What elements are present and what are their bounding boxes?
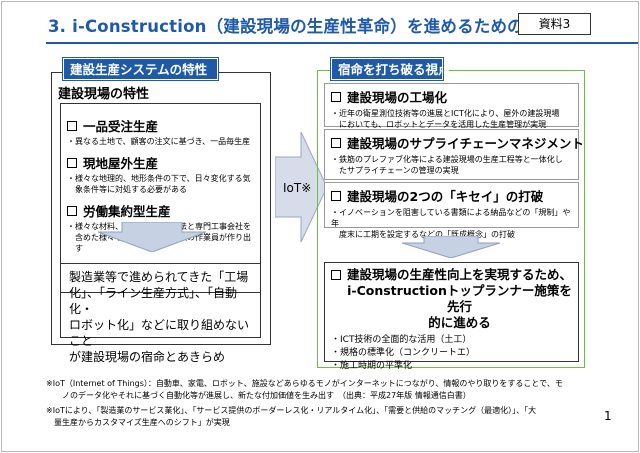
viewpoint-item: 建設現場の工場化 ・近年の衛星測位技術等の進展とICT化により、屋外の建設現場 … xyxy=(324,83,579,129)
list-item: ・規格の標準化（コンクリートエ） xyxy=(331,348,476,358)
characteristic-item: 現地屋外生産 ・様々な地理的、地形条件の下で、日々変化する気 象条件等に対処する… xyxy=(67,153,254,195)
down-arrow-icon xyxy=(98,222,206,252)
characteristic-desc: ・異なる土地で、顧客の注文に基づき、一品毎生産 xyxy=(67,137,251,146)
viewpoint-desc: ・近年の衛星測位技術等の進展とICT化により、屋外の建設現場 においても、ロボッ… xyxy=(331,109,560,129)
right-section-label: 宿命を打ち破る視点 xyxy=(330,57,451,81)
characteristic-desc: ・様々な地理的、地形条件の下で、日々変化する気 象条件等に対処する必要がある xyxy=(67,174,251,194)
list-item: ・ICT技術の全面的な活用（土工） xyxy=(331,335,472,345)
viewpoint-item: 建設現場のサプライチェーンマネジメント ・鉄筋のプレファブ化等による建設現場の生… xyxy=(324,129,584,180)
final-title: 建設現場の生産性向上を実現するため、 i-Constructionトップランナー… xyxy=(347,267,573,330)
page-title: 3. i-Construction（建設現場の生産性革命）を進めるための視点 xyxy=(48,17,558,36)
characteristic-title: 労働集約型生産 xyxy=(83,204,171,219)
viewpoint-title: 建設現場の工場化 xyxy=(347,90,448,105)
checkbox-icon xyxy=(331,190,341,201)
checkbox-icon xyxy=(331,270,341,280)
title-underline xyxy=(46,42,638,44)
iot-label: IoT※ xyxy=(283,181,312,195)
page-number: 1 xyxy=(604,409,612,423)
down-arrow-icon xyxy=(402,236,500,258)
characteristic-item: 一品受注生産 ・異なる土地で、顧客の注文に基づき、一品毎生産 xyxy=(67,116,254,147)
conclusion-box: 製造業等で進められてきた「工場 化」、「ライン生産方式」、「自動化・ ロボット化… xyxy=(60,263,261,364)
left-panel: 建設現場の特性 一品受注生産 ・異なる土地で、顧客の注文に基づき、一品毎生産 現… xyxy=(51,72,271,364)
left-heading: 建設現場の特性 xyxy=(58,87,150,102)
measures-list: ・ICT技術の全面的な活用（土工） ・規格の標準化（コンクリートエ） ・施工時期… xyxy=(331,334,572,373)
checkbox-icon xyxy=(331,137,341,148)
left-section-label: 建設生産システムの特性 xyxy=(62,57,219,81)
viewpoint-title: 建設現場の2つの「キセイ」の打破 xyxy=(347,189,544,204)
checkbox-icon xyxy=(67,120,77,131)
footnote-iot-definition: ※IoT（Internet of Things）：自動車、家電、ロボット、施設な… xyxy=(46,379,563,400)
viewpoint-desc: ・鉄筋のプレファブ化等による建設現場の生産工程等と一体化し たサプライチェーンの… xyxy=(331,155,563,175)
final-box: 建設現場の生産性向上を実現するため、 i-Constructionトップランナー… xyxy=(324,262,579,371)
characteristic-title: 現地屋外生産 xyxy=(83,156,159,171)
viewpoint-item: 建設現場の2つの「キセイ」の打破 ・イノベーションを阻害している書類による納品な… xyxy=(324,182,579,239)
checkbox-icon xyxy=(331,91,341,102)
viewpoint-desc: ・イノベーションを阻害している書類による納品などの「規制」や年 度末に工期を設定… xyxy=(331,208,571,239)
viewpoint-title: 建設現場のサプライチェーンマネジメント xyxy=(347,136,584,151)
right-arrow-icon xyxy=(275,132,327,242)
footnote-iot-effects: ※IoTにより、「製造業のサービス業化」、「サービス提供のボーダーレス化・リアル… xyxy=(46,406,537,427)
checkbox-icon xyxy=(67,205,77,216)
characteristic-title: 一品受注生産 xyxy=(83,119,159,134)
list-item: ・施工時期の平準化 xyxy=(331,361,413,371)
document-tag: 資料3 xyxy=(518,13,591,35)
right-panel: 建設現場の工場化 ・近年の衛星測位技術等の進展とICT化により、屋外の建設現場 … xyxy=(317,70,585,371)
checkbox-icon xyxy=(67,157,77,168)
